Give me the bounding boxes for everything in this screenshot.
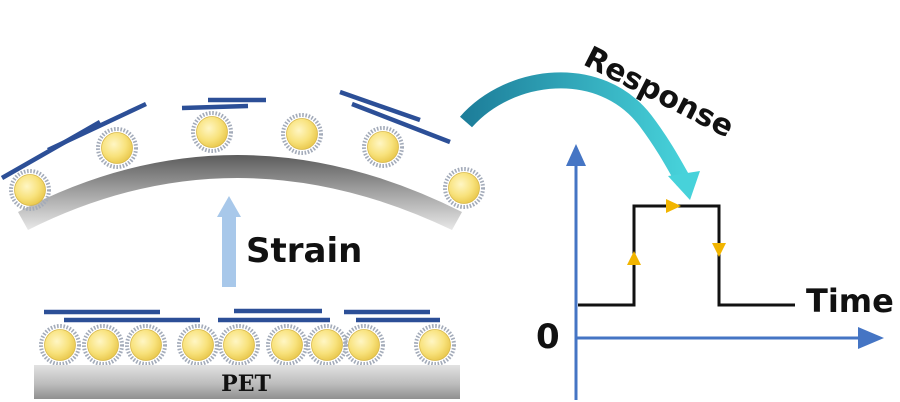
nanoparticle: [191, 111, 233, 153]
nanosheet: [339, 89, 421, 123]
bent-substrate: [18, 155, 462, 230]
time-axis-label: Time: [806, 282, 894, 320]
bent-substrate-group: [0, 89, 485, 230]
response-plot: 0 Time: [536, 144, 894, 400]
rise-marker: [627, 251, 641, 265]
nanoparticle: [362, 126, 404, 168]
origin-label: 0: [536, 317, 560, 357]
nanosheet: [351, 101, 451, 145]
nanoparticle: [281, 113, 323, 155]
nanosheet: [181, 103, 249, 111]
nanoparticle: [306, 324, 348, 366]
curved-arrow-icon: [459, 72, 700, 200]
nanoparticle: [82, 324, 124, 366]
nanoparticle: [125, 324, 167, 366]
x-axis-arrowhead: [858, 327, 884, 349]
fall-marker: [712, 243, 726, 257]
strain-label: Strain: [246, 231, 362, 271]
nanoparticle: [414, 324, 456, 366]
nanoparticle: [177, 324, 219, 366]
signal-trace: [578, 204, 795, 307]
plateau-marker: [666, 199, 681, 213]
flat-substrate-group: PET: [34, 308, 460, 399]
nanoparticle: [266, 324, 308, 366]
nanoparticle: [443, 167, 485, 209]
nanoparticle: [218, 324, 260, 366]
nanoparticle: [343, 324, 385, 366]
up-arrow-icon: [217, 196, 241, 287]
nanoparticle: [39, 324, 81, 366]
pet-label: PET: [221, 371, 271, 397]
pet-substrate: [34, 365, 460, 399]
nanoparticle: [96, 127, 138, 169]
nanosheet: [47, 101, 147, 153]
y-axis-arrowhead: [566, 144, 586, 166]
